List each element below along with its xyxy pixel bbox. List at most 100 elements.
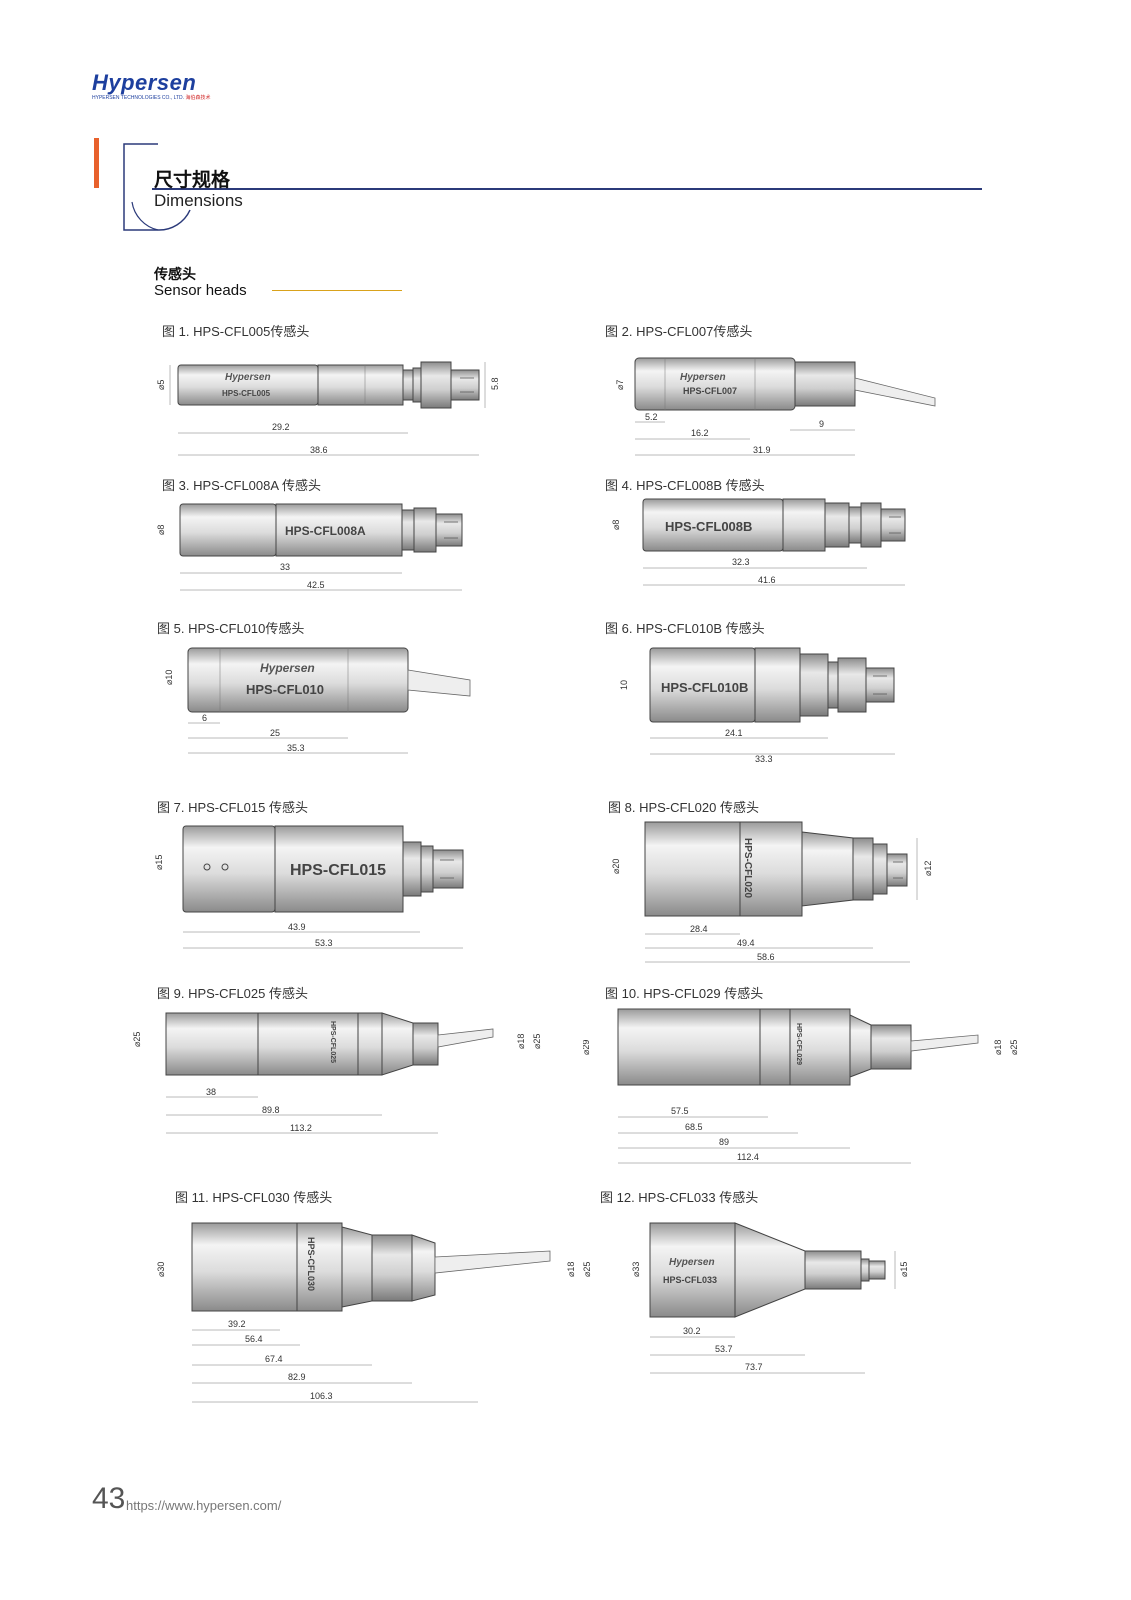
figure-5-dim-2: 25 — [270, 728, 280, 738]
figure-3-drawing: HPS-CFL008A ⌀8 33 42.5 — [156, 503, 463, 591]
figure-10-dim-2: ⌀25 — [1009, 1040, 1019, 1055]
figure-9-drawing: HPS-CFL025 ⌀25 ⌀18 ⌀25 38 89.8 113.2 — [132, 1012, 542, 1134]
figure-6-caption: 图 6. HPS-CFL010B 传感头 — [605, 621, 765, 636]
figure-6-dim-0: 10 — [619, 680, 629, 690]
figure-4-caption: 图 4. HPS-CFL008B 传感头 — [605, 478, 765, 493]
figure-2-caption: 图 2. HPS-CFL007传感头 — [605, 324, 753, 339]
figure-10-dim-0: ⌀29 — [583, 1040, 591, 1055]
figure-9-dim-2: ⌀25 — [532, 1034, 542, 1049]
figure-5-caption: 图 5. HPS-CFL010传感头 — [157, 621, 305, 636]
figure-7-label: HPS-CFL015 — [290, 862, 386, 879]
figure-12-dim-3: 53.7 — [715, 1344, 733, 1354]
brand-logo: Hypersen — [92, 70, 197, 95]
figure-1-dim-2: 29.2 — [272, 422, 290, 432]
figure-10-dim-4: 68.5 — [685, 1122, 703, 1132]
brand-logo-subtitle: HYPERSEN TECHNOLOGIES CO., LTD. 海伯森技术 — [92, 94, 210, 101]
figure-7-drawing: HPS-CFL015 ⌀15 43.9 53.3 — [154, 825, 464, 949]
subsection-title-cn: 传感头 — [154, 266, 196, 282]
figure-12-logo: Hypersen — [669, 1257, 715, 1268]
figure-12-label: HPS-CFL033 — [663, 1275, 717, 1285]
figure-9-dim-1: ⌀18 — [516, 1034, 526, 1049]
figure-11-dim-4: 56.4 — [245, 1334, 263, 1344]
figure-2-logo: Hypersen — [680, 372, 726, 383]
figure-8-caption: 图 8. HPS-CFL020 传感头 — [608, 800, 759, 815]
figure-5-logo: Hypersen — [260, 661, 315, 675]
figure-1-label: HPS-CFL005 — [222, 389, 271, 398]
figure-2-dim-1: 5.2 — [645, 412, 658, 422]
figure-4-label: HPS-CFL008B — [665, 519, 752, 534]
figure-4-dim-1: 32.3 — [732, 557, 750, 567]
figure-8-dim-2: 28.4 — [690, 924, 708, 934]
footer-url[interactable]: https://www.hypersen.com/ — [126, 1498, 282, 1513]
figure-1-caption: 图 1. HPS-CFL005传感头 — [162, 324, 310, 339]
figure-3-label: HPS-CFL008A — [285, 524, 366, 538]
figure-9-label: HPS-CFL025 — [329, 1021, 336, 1063]
figure-10-dim-3: 57.5 — [671, 1106, 689, 1116]
figure-7-dim-2: 53.3 — [315, 938, 333, 948]
figure-11-dim-2: ⌀25 — [582, 1262, 592, 1277]
figure-10-dim-5: 89 — [719, 1137, 729, 1147]
figure-2-drawing: Hypersen HPS-CFL007 ⌀7 5.2 16.2 9 31.9 — [615, 357, 936, 456]
figure-11-drawing: HPS-CFL030 ⌀30 ⌀18 ⌀25 39.2 56.4 67.4 82… — [156, 1222, 592, 1403]
figure-6-drawing: HPS-CFL010B 10 24.1 33.3 — [619, 647, 895, 764]
figure-11-dim-1: ⌀18 — [566, 1262, 576, 1277]
figure-1-drawing: Hypersen HPS-CFL005 ⌀5 5.8 29.2 38.6 — [156, 361, 500, 456]
figure-1-dim-3: 38.6 — [310, 445, 328, 455]
figure-2-dim-0: ⌀7 — [615, 380, 625, 390]
figure-7-dim-0: ⌀15 — [154, 855, 164, 870]
figure-1-logo: Hypersen — [225, 372, 271, 383]
figure-12-drawing: Hypersen HPS-CFL033 ⌀33 ⌀15 30.2 53.7 73… — [631, 1222, 909, 1374]
figure-10-drawing: HPS-CFL029 ⌀29 ⌀18 ⌀25 57.5 68.5 89 112.… — [583, 1008, 1019, 1164]
figure-5-drawing: Hypersen HPS-CFL010 ⌀10 6 25 35.3 — [164, 647, 471, 754]
figure-10-caption: 图 10. HPS-CFL029 传感头 — [605, 986, 764, 1001]
figure-11-dim-0: ⌀30 — [156, 1262, 166, 1277]
figure-8-drawing: HPS-CFL020 ⌀20 ⌀12 28.4 49.4 58.6 — [611, 821, 933, 963]
figure-9-dim-0: ⌀25 — [132, 1032, 142, 1047]
figure-6-label: HPS-CFL010B — [661, 680, 748, 695]
section-title-en: Dimensions — [154, 191, 243, 210]
figure-9-dim-5: 113.2 — [290, 1123, 312, 1133]
logo-sub-cn: 海伯森技术 — [185, 95, 211, 101]
figure-5-label: HPS-CFL010 — [246, 682, 324, 697]
figure-10-label: HPS-CFL029 — [795, 1023, 802, 1065]
figure-12-dim-0: ⌀33 — [631, 1262, 641, 1277]
figure-11-caption: 图 11. HPS-CFL030 传感头 — [175, 1190, 333, 1205]
figure-8-dim-3: 49.4 — [737, 938, 755, 948]
figure-12-caption: 图 12. HPS-CFL033 传感头 — [600, 1190, 759, 1205]
figure-3-dim-0: ⌀8 — [156, 525, 166, 535]
figure-11-dim-3: 39.2 — [228, 1319, 246, 1329]
figure-11-dim-5: 67.4 — [265, 1354, 283, 1364]
figure-2-label: HPS-CFL007 — [683, 386, 737, 396]
subsection-rule — [272, 290, 402, 291]
figure-11-dim-6: 82.9 — [288, 1372, 306, 1382]
section-accent-bar — [94, 138, 99, 188]
figure-10-dim-1: ⌀18 — [993, 1040, 1003, 1055]
figure-8-dim-1: ⌀12 — [923, 861, 933, 876]
figure-9-dim-4: 89.8 — [262, 1105, 280, 1115]
figure-4-drawing: HPS-CFL008B ⌀8 32.3 41.6 — [611, 498, 906, 586]
figure-5-dim-0: ⌀10 — [164, 670, 174, 685]
figure-8-dim-0: ⌀20 — [611, 859, 621, 874]
figure-3-dim-1: 33 — [280, 562, 290, 572]
figure-12-dim-1: ⌀15 — [899, 1262, 909, 1277]
figure-4-dim-2: 41.6 — [758, 575, 776, 585]
figure-5-dim-3: 35.3 — [287, 743, 305, 753]
figure-2-dim-2: 16.2 — [691, 428, 709, 438]
figure-6-dim-1: 24.1 — [725, 728, 743, 738]
figure-5-dim-1: 6 — [202, 713, 207, 723]
figure-6-dim-2: 33.3 — [755, 754, 773, 764]
page-number: 43 — [92, 1482, 126, 1515]
figure-10-dim-6: 112.4 — [737, 1152, 759, 1162]
figure-12-dim-4: 73.7 — [745, 1362, 763, 1372]
figure-1-dim-1: 5.8 — [490, 377, 500, 390]
section-title-cn: 尺寸规格 — [154, 170, 231, 191]
figure-2-dim-3: 9 — [819, 419, 824, 429]
figure-4-dim-0: ⌀8 — [611, 520, 621, 530]
figure-9-caption: 图 9. HPS-CFL025 传感头 — [157, 986, 308, 1001]
figure-3-caption: 图 3. HPS-CFL008A 传感头 — [162, 478, 321, 493]
figure-7-dim-1: 43.9 — [288, 922, 306, 932]
logo-sub-en: HYPERSEN TECHNOLOGIES CO., LTD. — [92, 95, 185, 101]
figure-12-dim-2: 30.2 — [683, 1326, 701, 1336]
subsection-title-en: Sensor heads — [154, 282, 247, 299]
figure-8-label: HPS-CFL020 — [742, 838, 753, 898]
